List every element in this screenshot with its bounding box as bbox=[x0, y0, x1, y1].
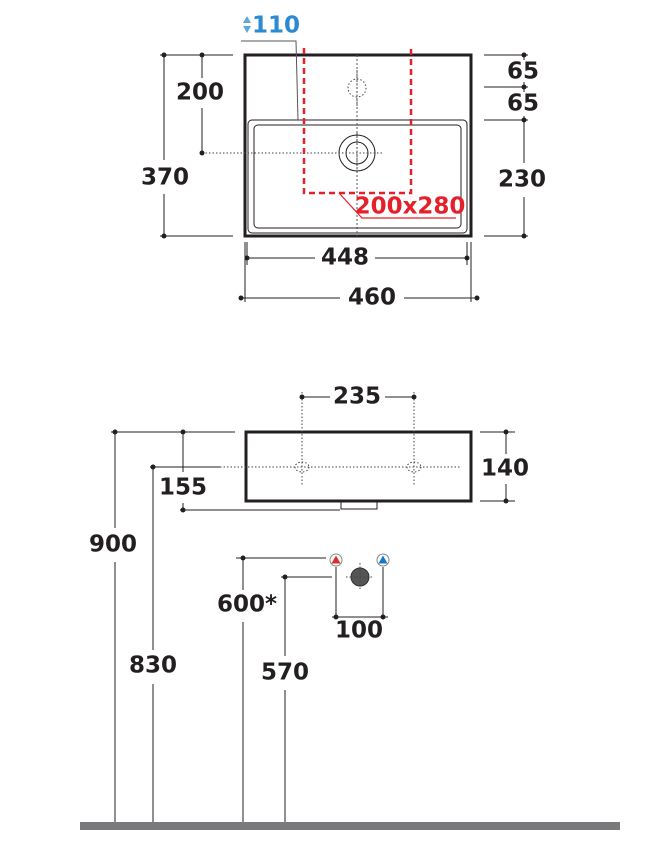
dim-900: 900 bbox=[89, 532, 137, 558]
dim-200: 200 bbox=[176, 80, 224, 106]
dim-230: 230 bbox=[498, 167, 546, 193]
drain-tab bbox=[340, 500, 378, 510]
up-down-arrow-icon bbox=[243, 16, 251, 33]
hot-water-inlet-icon bbox=[329, 553, 343, 567]
dim-100: 100 bbox=[335, 618, 383, 644]
dim-140: 140 bbox=[481, 456, 529, 482]
dim-830: 830 bbox=[129, 653, 177, 679]
depth-leader bbox=[241, 40, 299, 121]
cold-water-inlet-icon bbox=[376, 553, 390, 567]
cutout-area bbox=[302, 48, 413, 195]
dim-65-bottom: 65 bbox=[507, 91, 539, 117]
cutout-label: 200x280 bbox=[355, 194, 466, 220]
depth-label: 110 bbox=[252, 13, 300, 39]
cutout-leader bbox=[338, 192, 456, 219]
dim-460: 460 bbox=[348, 285, 396, 311]
dim-448: 448 bbox=[321, 245, 369, 271]
top-view: 200x280 110 370 200 65 65 230 448 460 bbox=[140, 13, 552, 311]
tap-hole bbox=[347, 78, 367, 98]
dim-370: 370 bbox=[141, 165, 189, 191]
dim-155: 155 bbox=[159, 475, 207, 501]
dim-65-top: 65 bbox=[507, 59, 539, 85]
dim-570: 570 bbox=[261, 660, 309, 686]
basin-outline bbox=[243, 53, 473, 238]
dim-600: 600* bbox=[217, 592, 277, 618]
waste-outlet-icon bbox=[346, 563, 374, 591]
floor-line bbox=[80, 822, 620, 830]
dim-235: 235 bbox=[333, 384, 381, 410]
front-view: 235 140 900 155 830 600* 570 100 bbox=[89, 384, 529, 825]
